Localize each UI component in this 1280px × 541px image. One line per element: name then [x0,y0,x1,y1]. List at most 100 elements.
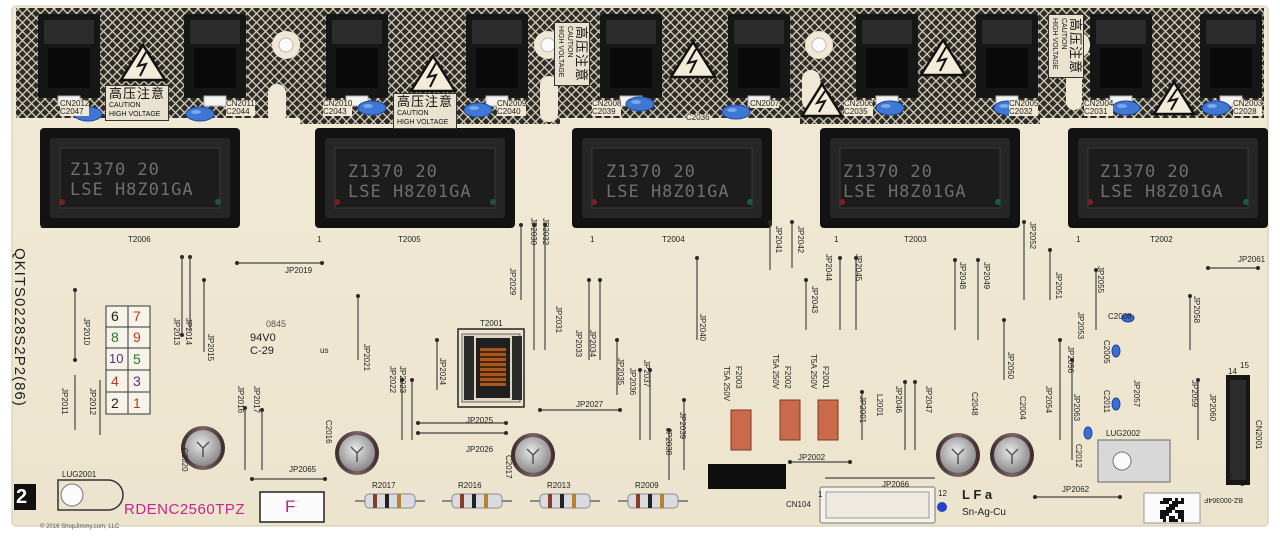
jumper-label: JP2059 [1190,380,1199,408]
jumper-label: JP2029 [508,268,517,296]
jumper-pad [638,368,642,372]
qr-cell [1169,519,1172,522]
jumper-pad [416,421,420,425]
caution-label-vertical: 高压注意 CAUTION HIGH VOLTAGE [1048,14,1084,79]
jumper-pad [695,256,699,260]
jumper-pad [1058,338,1062,342]
jumper-label: JP2054 [1044,386,1053,414]
jumper-label: JP2036 [628,368,637,396]
jumper-pad [682,398,686,402]
marking-94v: 94V0 [250,332,276,344]
rdenc-code: RDENC2560TPZ [124,501,246,518]
hv-connector [600,14,662,107]
jumper-label: JP2058 [1192,296,1201,324]
jumper-label: JP2002 [798,453,826,462]
jumper-pad [598,278,602,282]
cap-label: C2048 [970,392,979,416]
qr-cell [1175,498,1178,501]
cn2001-label: CN2001 [1254,420,1263,450]
hv-connector [466,14,528,107]
jumper-label: JP2037 [642,360,651,388]
jumper-wires [74,222,1258,498]
lug-2001 [57,479,124,511]
jumper-pad [532,223,536,227]
jumper-pad [416,431,420,435]
t2005-label: T2005 [398,235,421,244]
jumper-label: JP2016 [236,386,245,414]
electrolytic-capacitor [990,433,1034,477]
resistor [442,493,512,509]
rev-box [259,491,325,523]
jumper-label: JP2040 [698,314,707,342]
hv-connector [728,14,790,107]
hv-warning-triangle [918,37,968,77]
jumper-label: JP2048 [958,262,967,290]
fuse-rating: T5A 250V [771,354,780,390]
cn104-pin: 1 [818,490,823,499]
blue-ceramic-cap [463,102,493,118]
copyright: © 2016 ShopJimmy.com, LLC [40,524,120,530]
resistor-label: R2013 [547,481,571,490]
lug-2002 [1097,439,1171,483]
lug2002-label: LUG2002 [1106,429,1141,438]
jumper-label: JP2052 [1028,222,1037,250]
t2003-label: T2003 [904,235,927,244]
cn104-pin: 12 [938,489,947,498]
jumper-label: JP2033 [574,330,583,358]
hv-connector [976,14,1038,107]
jumper-label: JP2065 [289,465,317,474]
jumper-pad [235,261,239,265]
hv-connector [184,14,246,107]
ferrite-transformer [572,128,772,228]
qr-cell [1175,510,1178,513]
qr-cell [1160,510,1163,513]
t2006-label: T2006 [128,235,151,244]
qr-cell [1163,510,1166,513]
jumper-label: JP2045 [854,254,863,282]
board-part-number: QKITS0228S2P2(86) [11,248,28,407]
qr-cell [1178,513,1181,516]
jumper-label: JP2015 [206,334,215,362]
cap-small-label: C2012 [1074,444,1083,468]
ferrite-transformer [820,128,1020,228]
caution-label: 高压注意 CAUTION HIGH VOLTAGE [105,85,170,121]
jumper-label: JP2017 [252,386,261,414]
qr-cell [1172,519,1175,522]
fuse-label: F2003 [734,366,743,389]
resistor [530,493,600,509]
jumper-pad [1118,495,1122,499]
hv-connector [856,14,918,107]
hv-warning-triangle [408,53,458,93]
electrolytic-capacitor [335,431,379,475]
jumper-label: JP2011 [60,388,69,415]
resistor [618,493,688,509]
jumper-label: JP2046 [894,386,903,414]
jumper-label: JP2041 [774,226,783,254]
jumper-pad [73,288,77,292]
jumper-pad [1048,248,1052,252]
sel-num: 1 [133,395,141,411]
qr-cell [1169,516,1172,519]
hv-connector [1090,14,1152,107]
pin-one: 1 [1076,235,1081,244]
jumper-pad [1002,318,1006,322]
jumper-pad [854,256,858,260]
jumper-label: JP2056 [1066,346,1075,374]
blue-ceramic-cap [1201,100,1231,116]
cap-small-label: C2006 [1108,312,1132,321]
jumper-pad [667,428,671,432]
blue-dot [937,502,947,512]
blue-ceramic-cap [875,100,905,116]
jumper-label: JP2012 [88,388,97,416]
jumper-pad [838,256,842,260]
blue-cap-group [73,96,1231,122]
jumper-pad [320,261,324,265]
